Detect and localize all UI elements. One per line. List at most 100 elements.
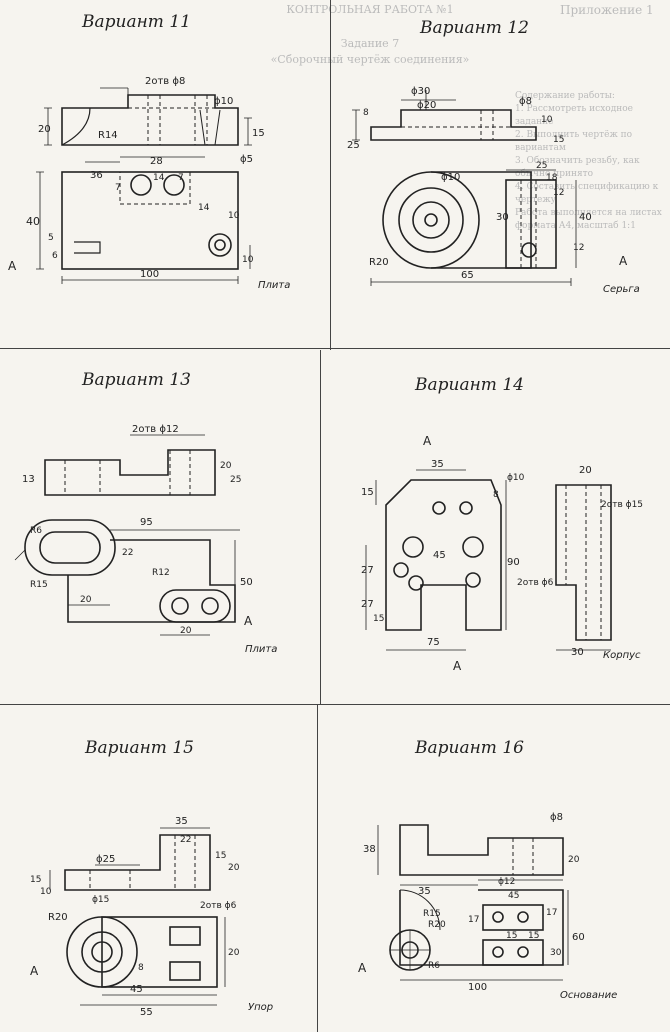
section-marker: A	[453, 659, 462, 673]
dim-label: 7	[178, 173, 184, 183]
dim-label: 35	[175, 816, 188, 827]
dim-label: 15	[506, 931, 517, 941]
dim-label: 20	[220, 461, 232, 471]
dim-label: 15	[528, 931, 539, 941]
dim-label: 12	[573, 243, 584, 253]
dim-label: 15	[30, 875, 41, 885]
dim-label: 45	[508, 891, 519, 901]
dim-label: R14	[98, 130, 118, 141]
part-name: Плита	[245, 644, 277, 655]
bleed-line: «Сборочный чертёж соединения»	[270, 53, 470, 66]
drawing-variant-14: A 35 ϕ10 20 15 8 2отв ϕ15 45 90 2отв ϕ6 …	[361, 434, 643, 673]
dim-label: 2отв ϕ6	[200, 901, 237, 911]
dim-label: 38	[363, 844, 376, 855]
drawing-variant-13: 2отв ϕ12 13 20 25 95 R6 22 R15 R12 50 20…	[14, 424, 277, 655]
dim-label: ϕ10	[441, 172, 460, 183]
dim-label: 5	[48, 233, 54, 243]
dim-label: 20	[80, 595, 92, 605]
dim-label: 25	[347, 140, 360, 151]
dim-label: 12	[553, 188, 564, 198]
dim-label: 50	[240, 577, 253, 588]
vertical-divider	[330, 0, 331, 350]
dim-label: 40	[26, 215, 40, 228]
dim-label: 14	[198, 203, 210, 213]
section-marker: A	[244, 614, 253, 628]
dim-label: ϕ15	[92, 895, 109, 905]
drawing-variant-11: 2отв ϕ8 ϕ10 20 R14 15 ϕ5 36 28 14 7 7 14…	[8, 76, 290, 291]
dim-label: 8	[138, 963, 144, 973]
dim-label: 15	[215, 851, 226, 861]
dim-label: 8	[363, 108, 369, 118]
dim-label: 27	[361, 565, 374, 576]
dim-label: 36	[90, 170, 103, 181]
dim-label: 6	[52, 251, 58, 261]
section-marker: A	[423, 434, 432, 448]
dim-label: 25	[230, 475, 241, 485]
dim-label: 20	[568, 855, 580, 865]
dim-label: 15	[373, 614, 384, 624]
dim-label: R6	[30, 526, 42, 536]
bleed-line: 3. Обозначить резьбу, как обычно принято	[515, 156, 640, 179]
dim-label: 10	[541, 115, 553, 125]
dim-label: 14	[153, 173, 165, 183]
variant-title: Вариант 15	[85, 738, 194, 758]
dim-label: 55	[140, 1007, 153, 1018]
dim-label: 20	[228, 948, 240, 958]
dim-label: 15	[252, 128, 265, 139]
bleed-line: Работа выполняется на листах формата А4,…	[515, 208, 662, 231]
variant-title: Вариант 14	[415, 375, 524, 395]
dim-label: R15	[423, 909, 441, 919]
dim-label: 45	[433, 550, 446, 561]
dim-label: 2отв ϕ15	[601, 500, 643, 510]
section-marker: A	[619, 254, 628, 268]
dim-label: 15	[361, 487, 374, 498]
variant-title: Вариант 11	[82, 12, 191, 32]
dim-label: 22	[122, 548, 133, 558]
part-name: Корпус	[603, 650, 641, 661]
bleed-through-text: КОНТРОЛЬНАЯ РАБОТА №1 Задание 7 «Сборочн…	[205, 2, 535, 68]
dim-label: 25	[536, 161, 547, 171]
dim-label: 20	[38, 124, 51, 135]
dim-label: 10	[242, 255, 254, 265]
dim-label: ϕ30	[411, 86, 430, 97]
bleed-line: Задание 7	[340, 37, 400, 50]
dim-label: R6	[428, 961, 440, 971]
drawing-variant-16: ϕ8 38 20 ϕ12 35 45 R15 R20 17 17 15 15 3…	[358, 812, 617, 1001]
dim-label: R20	[369, 257, 389, 268]
horizontal-divider	[0, 348, 670, 349]
bleed-line: 2. Выполнить чертёж по вариантам	[515, 130, 632, 153]
dim-label: 30	[571, 647, 584, 658]
dim-label: 27	[361, 599, 374, 610]
variant-title: Вариант 16	[415, 738, 524, 758]
dim-label: 2отв ϕ12	[132, 424, 179, 435]
dim-label: 8	[493, 490, 499, 500]
dim-label: 30	[496, 212, 509, 223]
variant-title: Вариант 13	[82, 370, 191, 390]
dim-label: 22	[180, 835, 191, 845]
dim-label: 100	[468, 982, 487, 993]
vertical-divider	[320, 350, 321, 705]
section-marker: A	[358, 961, 367, 975]
dim-label: 18	[546, 173, 558, 183]
dim-label: 95	[140, 517, 153, 528]
dim-label: 40	[579, 212, 592, 223]
dim-label: 45	[130, 984, 143, 995]
dim-label: 65	[461, 270, 474, 281]
dim-label: ϕ10	[214, 96, 233, 107]
dim-label: 35	[418, 886, 431, 897]
part-name: Плита	[258, 280, 290, 291]
dim-label: 20	[180, 626, 192, 636]
vertical-divider	[317, 705, 318, 1032]
dim-label: 30	[550, 948, 562, 958]
part-name: Упор	[248, 1002, 273, 1013]
section-marker: A	[30, 964, 39, 978]
bleed-corner: Приложение 1	[560, 3, 654, 17]
bleed-line: 4. Составить спецификацию к чертежу	[515, 182, 659, 205]
bleed-line: 1. Рассмотреть исходное задание	[515, 104, 633, 127]
horizontal-divider	[0, 704, 670, 705]
dim-label: ϕ12	[498, 877, 515, 887]
bleed-line: КОНТРОЛЬНАЯ РАБОТА №1	[286, 3, 454, 16]
dim-label: R20	[48, 912, 68, 923]
bleed-through-list: Содержание работы: 1. Рассмотреть исходн…	[515, 90, 665, 233]
